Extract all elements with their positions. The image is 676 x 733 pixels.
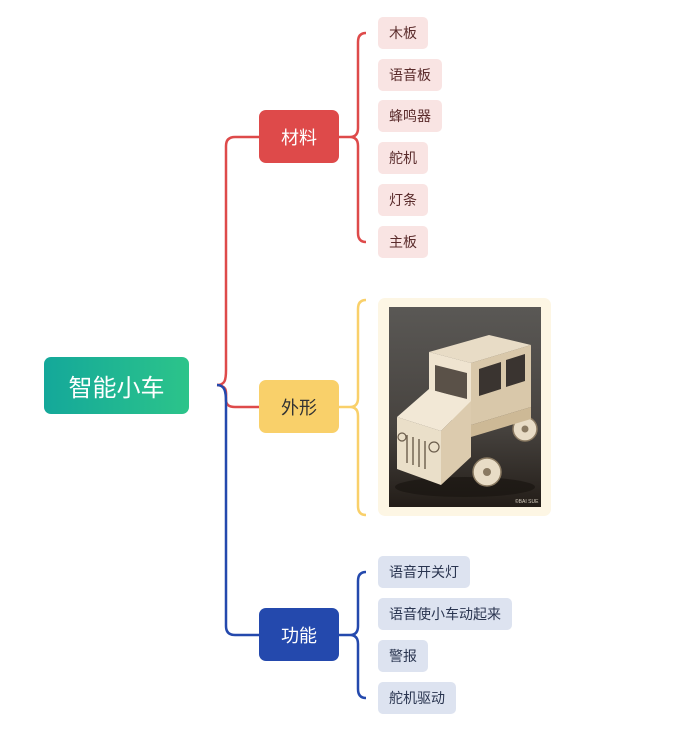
brace-materials [349,31,367,244]
leaf-function-label: 警报 [389,649,417,665]
branch-appearance[interactable]: 外形 [259,380,339,433]
leaf-function[interactable]: 舵机驱动 [378,682,456,714]
leaf-function-label: 语音使小车动起来 [389,607,501,623]
link-root-functions [216,383,259,637]
leaf-function-label: 舵机驱动 [389,691,445,707]
leaf-material-label: 蜂鸣器 [389,109,431,125]
leaf-function[interactable]: 警报 [378,640,428,672]
leaf-material[interactable]: 主板 [378,226,428,258]
root-node[interactable]: 智能小车 [44,357,189,414]
wooden-jeep-photo: ©BAI SUE [389,307,541,507]
leaf-material[interactable]: 蜂鸣器 [378,100,442,132]
branch-functions-label: 功能 [281,625,317,647]
leaf-material-label: 主板 [389,235,417,251]
leaf-function-label: 语音开关灯 [389,565,459,581]
branch-functions[interactable]: 功能 [259,608,339,661]
branch-appearance-label: 外形 [281,397,317,419]
leaf-material[interactable]: 语音板 [378,59,442,91]
leaf-material[interactable]: 舵机 [378,142,428,174]
branch-materials[interactable]: 材料 [259,110,339,163]
photo-watermark: ©BAI SUE [515,498,539,505]
leaf-material-label: 灯条 [389,193,417,209]
leaf-material-label: 木板 [389,26,417,42]
leaf-material[interactable]: 木板 [378,17,428,49]
leaf-function[interactable]: 语音使小车动起来 [378,598,512,630]
leaf-material-label: 语音板 [389,68,431,84]
root-label: 智能小车 [68,374,165,402]
leaf-material-label: 舵机 [389,151,417,167]
leaf-material[interactable]: 灯条 [378,184,428,216]
leaf-function[interactable]: 语音开关灯 [378,556,470,588]
brace-appearance [349,298,367,517]
appearance-image-card[interactable]: ©BAI SUE [378,298,551,516]
brace-functions [349,570,367,700]
branch-materials-label: 材料 [281,127,317,149]
wooden-jeep-illustration: ©BAI SUE [395,335,539,505]
link-root-materials [216,135,259,387]
